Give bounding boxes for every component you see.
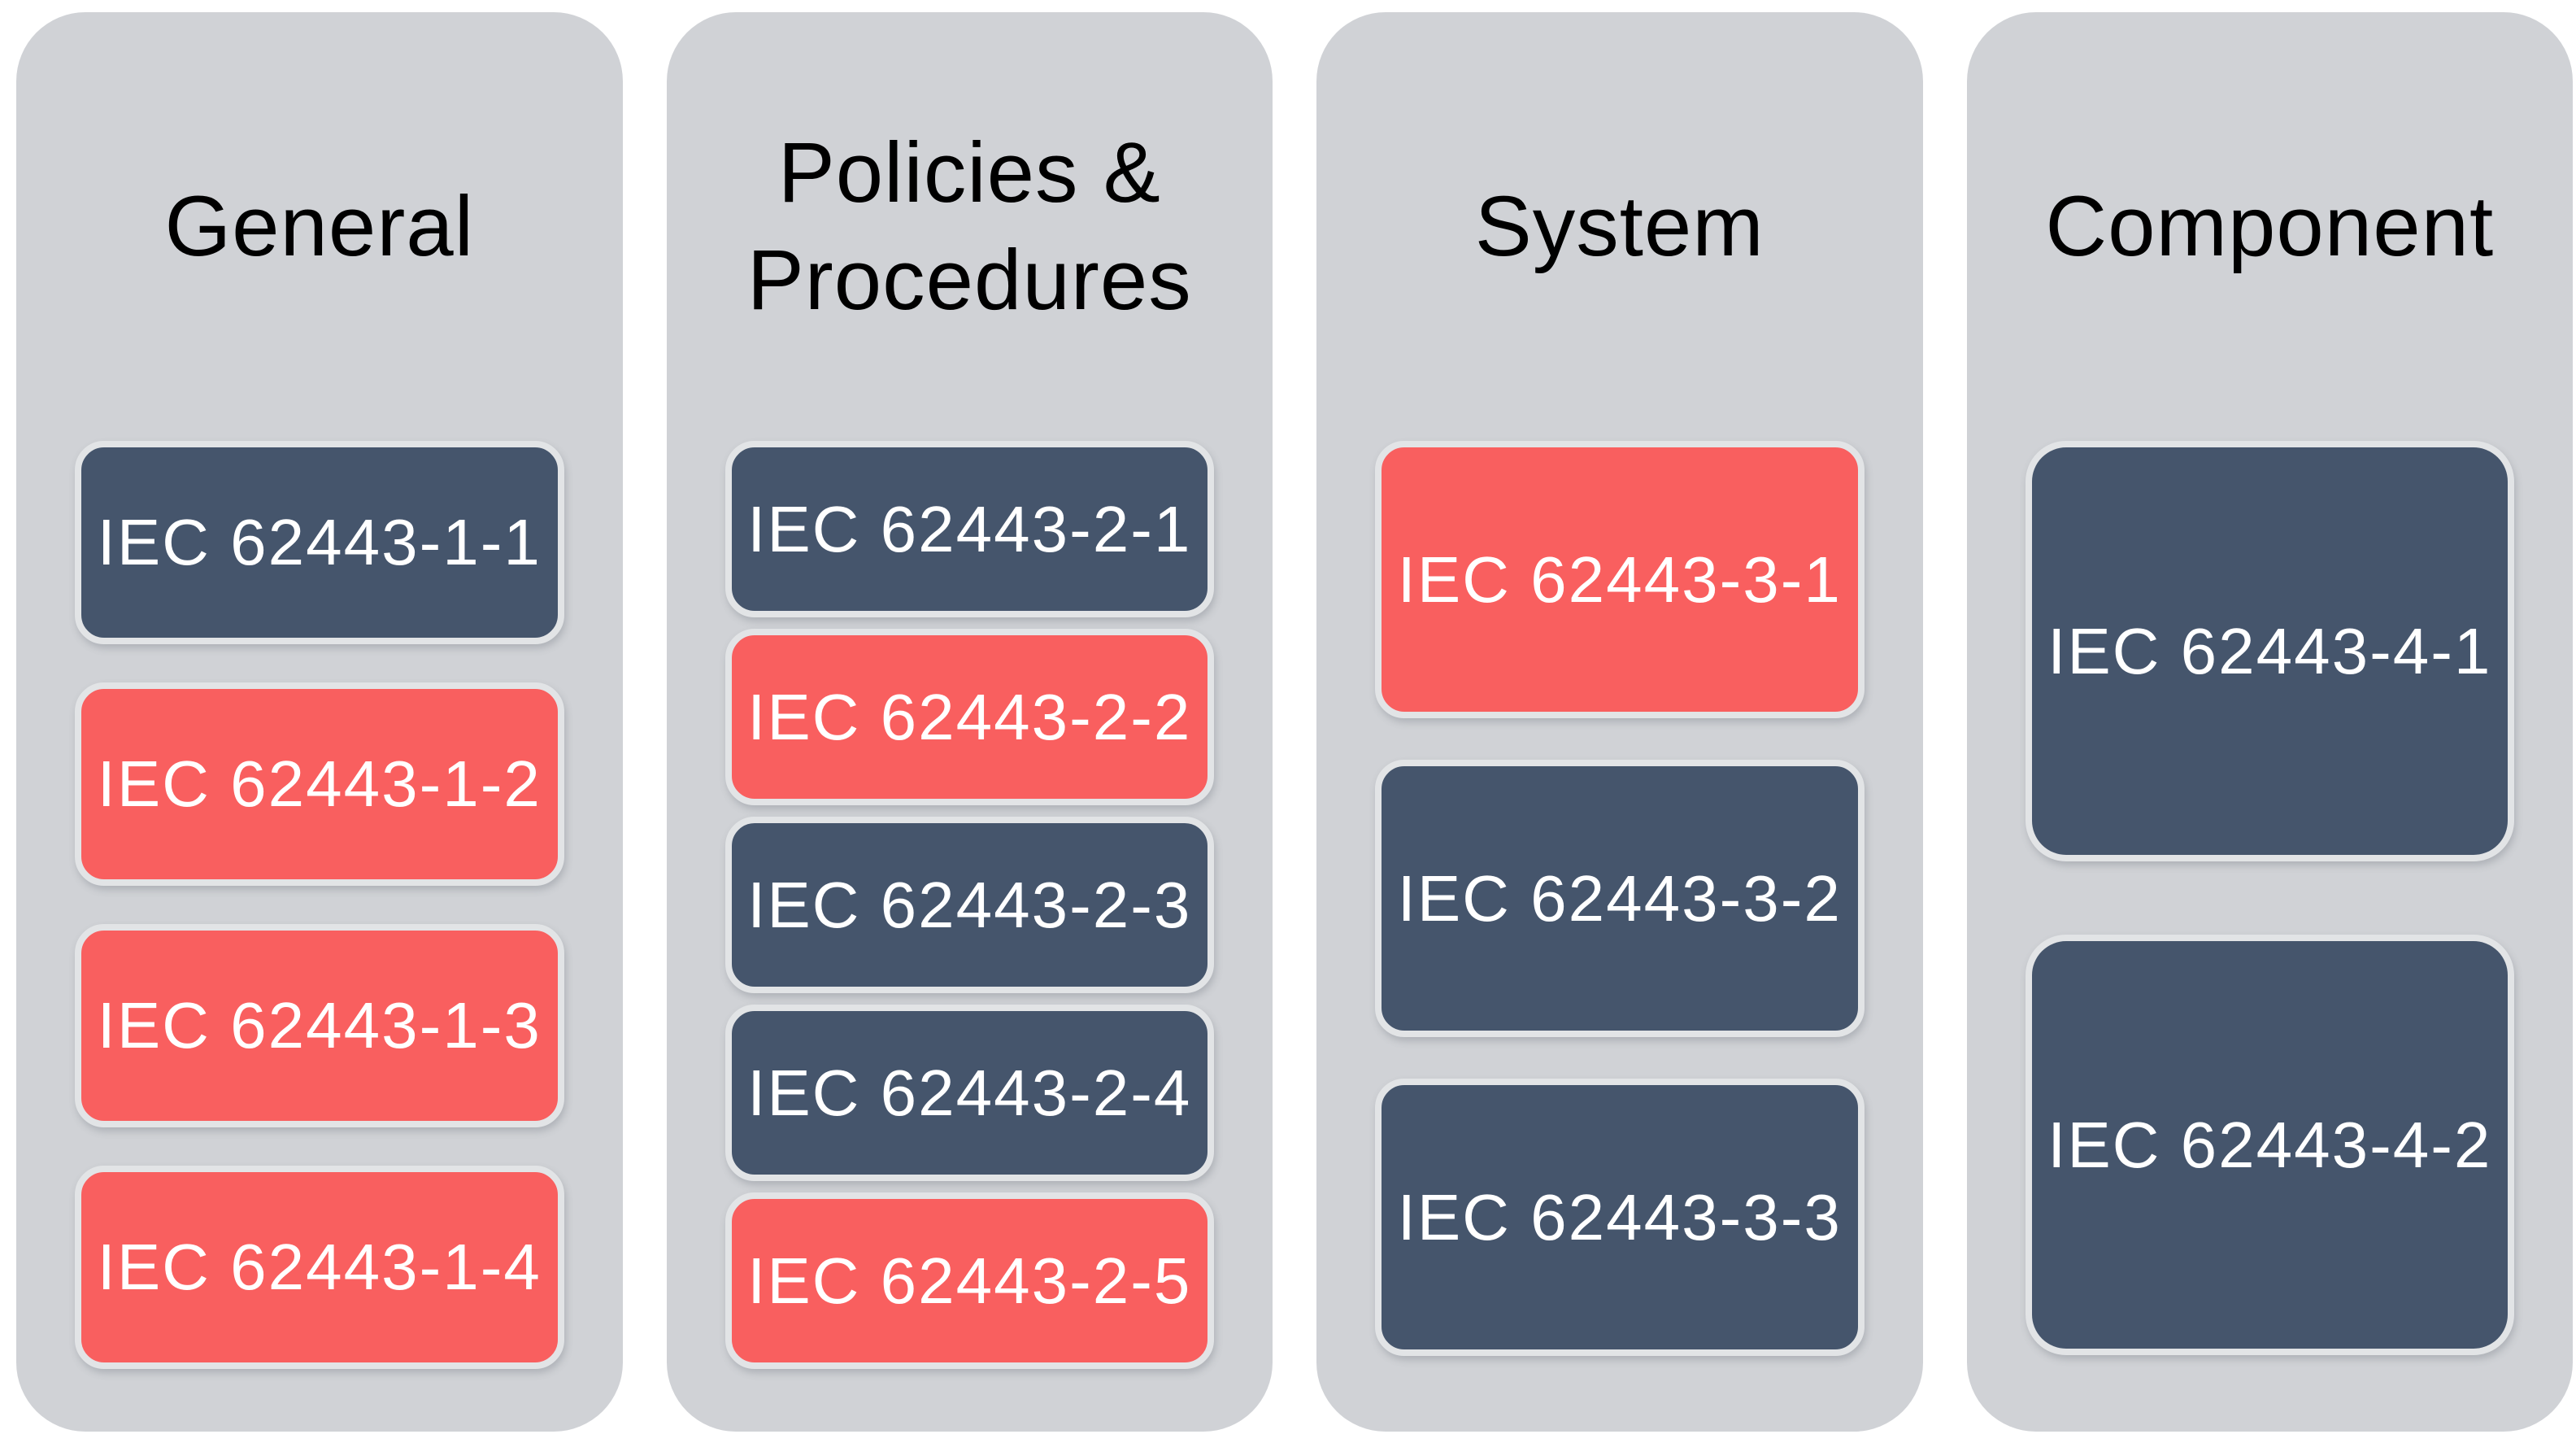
standard-box: IEC 62443-3-3: [1375, 1079, 1865, 1356]
column-system: System IEC 62443-3-1 IEC 62443-3-2 IEC 6…: [1316, 12, 1923, 1432]
column-system-boxes: IEC 62443-3-1 IEC 62443-3-2 IEC 62443-3-…: [1375, 441, 1865, 1356]
standard-label: IEC 62443-2-3: [747, 868, 1192, 941]
standard-box: IEC 62443-3-1: [1375, 441, 1865, 718]
standard-box: IEC 62443-4-2: [2025, 935, 2514, 1355]
standard-box: IEC 62443-1-2: [75, 682, 564, 886]
column-component-boxes: IEC 62443-4-1 IEC 62443-4-2: [2025, 441, 2514, 1355]
standard-box: IEC 62443-4-1: [2025, 441, 2514, 861]
standard-box: IEC 62443-1-3: [75, 924, 564, 1127]
standard-label: IEC 62443-1-1: [97, 506, 542, 578]
standard-box: IEC 62443-3-2: [1375, 760, 1865, 1037]
column-policies-procedures-boxes: IEC 62443-2-1 IEC 62443-2-2 IEC 62443-2-…: [724, 441, 1214, 1369]
column-title-component: Component: [2045, 178, 2495, 274]
standard-label: IEC 62443-2-1: [747, 492, 1192, 565]
column-general: General IEC 62443-1-1 IEC 62443-1-2 IEC …: [16, 12, 623, 1432]
standard-label: IEC 62443-2-2: [747, 680, 1192, 753]
standard-label: IEC 62443-1-2: [97, 748, 542, 820]
standard-label: IEC 62443-2-5: [747, 1244, 1192, 1317]
standard-label: IEC 62443-1-3: [97, 989, 542, 1061]
column-component: Component IEC 62443-4-1 IEC 62443-4-2: [1966, 12, 2573, 1432]
standard-label: IEC 62443-3-3: [1397, 1180, 1842, 1253]
standard-box: IEC 62443-2-3: [724, 817, 1214, 993]
standard-box: IEC 62443-2-2: [724, 629, 1214, 805]
standard-label: IEC 62443-3-1: [1397, 543, 1842, 616]
standard-box: IEC 62443-1-1: [75, 441, 564, 644]
standard-box: IEC 62443-2-5: [724, 1192, 1214, 1369]
column-policies-procedures: Policies & Procedures IEC 62443-2-1 IEC …: [666, 12, 1273, 1432]
standard-label: IEC 62443-3-2: [1397, 861, 1842, 935]
column-title-general: General: [164, 178, 475, 274]
standard-label: IEC 62443-4-2: [2047, 1108, 2492, 1181]
standard-label: IEC 62443-2-4: [747, 1056, 1192, 1129]
column-title-policies-procedures: Policies & Procedures: [746, 125, 1192, 328]
standard-label: IEC 62443-1-4: [97, 1231, 542, 1303]
column-general-boxes: IEC 62443-1-1 IEC 62443-1-2 IEC 62443-1-…: [75, 441, 564, 1369]
column-title-system: System: [1474, 178, 1764, 274]
standard-box: IEC 62443-2-1: [724, 441, 1214, 617]
standard-box: IEC 62443-2-4: [724, 1005, 1214, 1181]
standard-label: IEC 62443-4-1: [2047, 614, 2492, 687]
standard-box: IEC 62443-1-4: [75, 1166, 564, 1369]
